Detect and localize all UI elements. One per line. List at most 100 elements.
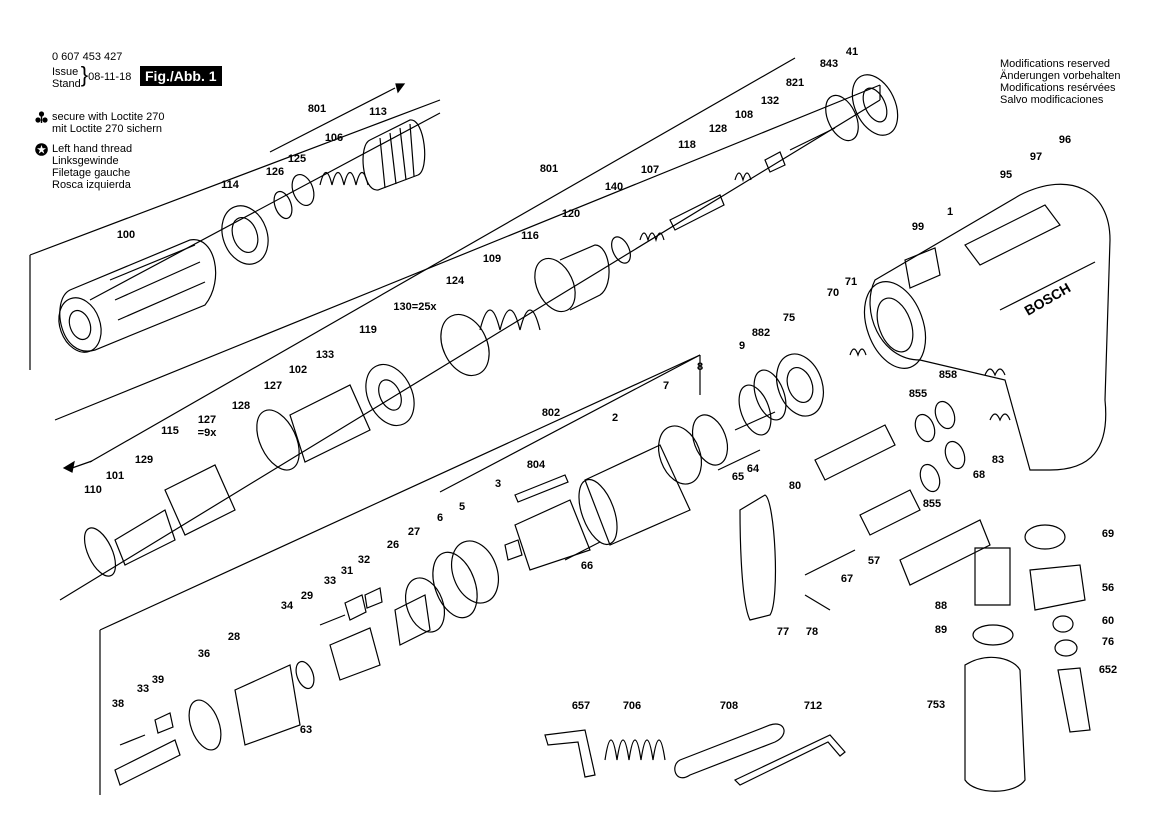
callout-89: 89: [935, 624, 947, 636]
callout-68: 68: [973, 469, 985, 481]
callout-106: 106: [325, 132, 343, 144]
lh-note-fr: Filetage gauche: [52, 167, 131, 179]
callout-3: 3: [495, 478, 501, 490]
callout-129: 129: [135, 454, 153, 466]
part-821-pin: [789, 127, 836, 151]
callout-66: 66: [581, 560, 593, 572]
callout-13025x: 130=25x: [393, 301, 437, 313]
callout-8: 8: [697, 361, 703, 373]
brand-on-tool: BOSCH: [1022, 279, 1074, 318]
part-27-shim: [404, 577, 446, 633]
callout-95: 95: [1000, 169, 1012, 181]
part-89-disc: [972, 624, 1014, 646]
callout-bar-802: [439, 354, 701, 493]
frame-middle: [54, 84, 881, 601]
part-712-hex-key: [733, 734, 846, 786]
callout-88: 88: [935, 600, 947, 612]
frame-lower: [99, 354, 701, 795]
callout-125: 125: [288, 153, 306, 165]
callout-127: 127: [198, 414, 216, 426]
callout-9x: =9x: [198, 427, 218, 439]
part-855-oring-b: [919, 463, 941, 493]
part-31-gear: [344, 594, 367, 621]
lh-note-es: Rosca izquierda: [52, 179, 131, 191]
callout-36: 36: [198, 648, 210, 660]
callout-71: 71: [845, 276, 857, 288]
callout-28: 28: [228, 631, 240, 643]
part-100-sleeve: [58, 239, 217, 353]
part-107-spring: [639, 232, 665, 243]
callout-33: 33: [324, 575, 336, 587]
callout-657: 657: [572, 700, 590, 712]
part-85-spring: [984, 368, 1006, 377]
part-56-inlet: [1029, 564, 1086, 611]
lh-note-en: Left hand thread: [52, 143, 133, 155]
part-95-nameplate: [964, 204, 1061, 266]
callout-110: 110: [84, 484, 102, 496]
part-number: 0 607 453 427: [52, 51, 123, 63]
callout-132: 132: [761, 95, 779, 107]
part-99-band: [904, 247, 941, 289]
part-69-oring: [1024, 524, 1066, 550]
callout-101: 101: [106, 470, 124, 482]
callout-821: 821: [786, 77, 804, 89]
part-26-spindle: [394, 594, 431, 646]
callout-120: 120: [562, 208, 580, 220]
part-120-sleeve: [534, 244, 610, 313]
part-855-valve-right: [899, 519, 991, 586]
loctite-note-en: secure with Loctite 270: [52, 111, 165, 123]
callout-133: 133: [316, 349, 334, 361]
part-708-wrench: [674, 723, 785, 779]
callout-32: 32: [358, 554, 370, 566]
callout-2: 2: [612, 412, 618, 424]
part-2-cylinder: [578, 444, 691, 546]
part-71-spring: [849, 348, 867, 357]
mods-de: Änderungen vorbehalten: [1000, 70, 1121, 82]
part-65-pin: [717, 449, 761, 471]
issue-date: 08-11-18: [88, 71, 132, 83]
part-9-gasket: [738, 384, 772, 436]
part-67-pin: [804, 549, 856, 576]
callout-99: 99: [912, 221, 924, 233]
part-66-pin: [564, 541, 601, 561]
callout-708: 708: [720, 700, 738, 712]
callout-9: 9: [739, 340, 745, 352]
callout-100: 100: [117, 229, 135, 241]
part-57-valve: [859, 489, 921, 536]
part-858-oring-b: [944, 440, 966, 470]
part-753-silencer-housing: [964, 656, 1026, 792]
part-126-circlip: [273, 190, 293, 220]
callout-115: 115: [161, 425, 179, 437]
part-64-pin: [734, 411, 776, 431]
callout-69: 69: [1102, 528, 1114, 540]
part-output-spindle: [114, 739, 181, 786]
part-1-housing: [863, 183, 1111, 471]
callout-126: 126: [266, 166, 284, 178]
part-109-spring: [479, 309, 541, 331]
callout-802: 802: [542, 407, 560, 419]
part-118-pin: [669, 194, 725, 231]
callout-855: 855: [909, 388, 927, 400]
callout-712: 712: [804, 700, 822, 712]
part-140-oring: [611, 236, 631, 264]
callout-801: 801: [308, 103, 326, 115]
part-855-valve-left: [814, 424, 896, 481]
callout-127: 127: [264, 380, 282, 392]
modifications-note: Modifications reserved Änderungen vorbeh…: [1000, 58, 1120, 106]
callout-31: 31: [341, 565, 353, 577]
callout-70: 70: [827, 287, 839, 299]
callout-858: 858: [939, 369, 957, 381]
arrow-head-top: [395, 83, 406, 94]
part-33-pin: [319, 614, 346, 626]
arrow-head-left: [62, 460, 75, 473]
callout-102: 102: [289, 364, 307, 376]
part-113-knurled-sleeve: [362, 119, 426, 191]
part-41-bearing: [851, 74, 899, 136]
callout-67: 67: [841, 573, 853, 585]
part-83-spring: [989, 413, 1011, 422]
mods-es: Salvo modificaciones: [1000, 94, 1104, 106]
callout-80: 80: [789, 480, 801, 492]
